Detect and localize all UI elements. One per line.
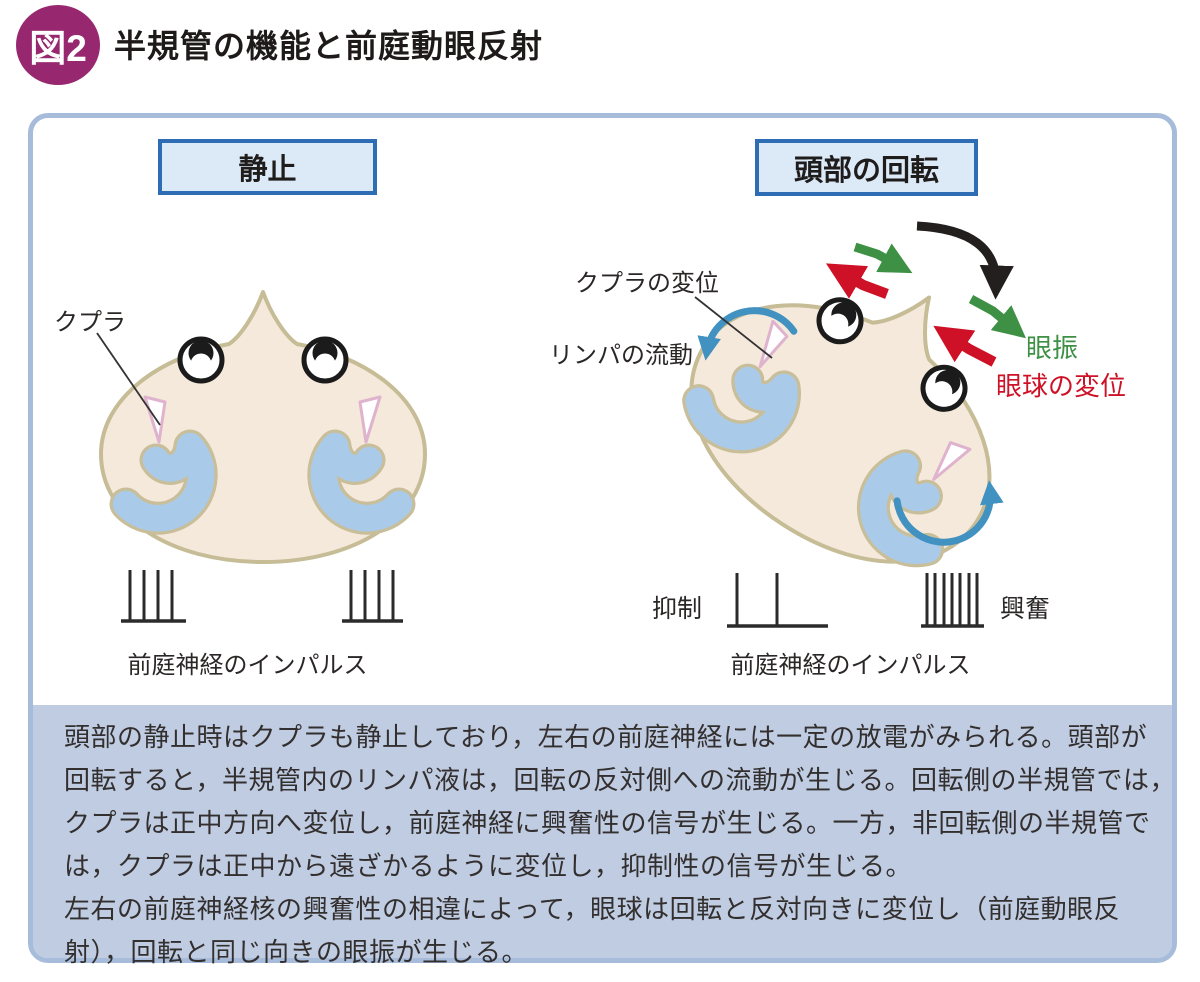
rotation-arrow-icon [916,221,1014,300]
cupula-pointer-line [96,332,161,426]
caption-background [33,705,1172,958]
label-vestibular-impulse-right: 前庭神経のインパルス [730,652,971,679]
caption-line: 回転すると，半規管内のリンパ液は，回転の反対側への流動が生じる。回転側の半規管で… [64,765,1176,795]
label-cupula-shift: クプラの変位 [575,270,719,297]
caption-line: 頭部の静止時はクプラも静止しており，左右の前庭神経には一定の放電がみられる。頭部… [64,722,1148,752]
caption-line: は，クプラは正中から遠ざかるように変位し，抑制性の信号が生じる。 [64,851,913,881]
eye-displacement-arrow-icon [933,325,997,367]
eye-icon [180,339,222,381]
diagram-canvas [96,207,1067,628]
lymph-flow-arrow-icon [893,480,1004,546]
head-static [99,290,427,564]
panel-title-static-label: 静止 [238,154,297,186]
head-rotated [644,207,1067,615]
eye-displacement-arrow-icon [825,263,889,299]
impulse-train-static-right [342,570,403,623]
label-cupula: クプラ [54,309,126,336]
panel-title-static: 静止 [158,139,377,195]
nystagmus-arrow-icon [968,295,1026,339]
eye-icon [304,339,346,381]
impulse-train-excited [921,573,984,628]
caption-line: 射），回転と同じ向きの眼振が生じる。 [64,937,529,967]
caption-line: 左右の前庭神経核の興奮性の相違によって，眼球は回転と反対向きに変位し（前庭動眼反 [64,894,1121,924]
label-inhibition: 抑制 [652,595,703,623]
figure-number: 図2 [29,28,87,69]
label-lymph-flow: リンパの流動 [549,342,693,369]
impulse-train-static-left [121,570,186,623]
caption-text: 頭部の静止時はクプラも静止しており，左右の前庭神経には一定の放電がみられる。頭部… [64,716,1176,974]
impulse-train-inhibited [727,573,828,628]
figure-title: 半規管の機能と前庭動眼反射 [114,28,544,64]
panel-title-rotation-label: 頭部の回転 [793,154,939,187]
label-nystagmus: 眼振 [1026,333,1079,363]
nystagmus-arrow-icon [853,242,913,274]
cupula-shift-pointer-line [694,296,773,359]
lymph-flow-arrow-icon [697,307,798,361]
panel-title-rotation: 頭部の回転 [755,139,978,196]
label-excitation: 興奮 [1000,595,1051,623]
label-vestibular-impulse-left: 前庭神経のインパルス [127,652,368,679]
figure-number-badge: 図2 [16,5,100,85]
label-eye-displacement: 眼球の変位 [996,371,1127,401]
caption-line: クプラは正中方向へ変位し，前庭神経に興奮性の信号が生じる。一方，非回転側の半規管… [64,808,1151,838]
